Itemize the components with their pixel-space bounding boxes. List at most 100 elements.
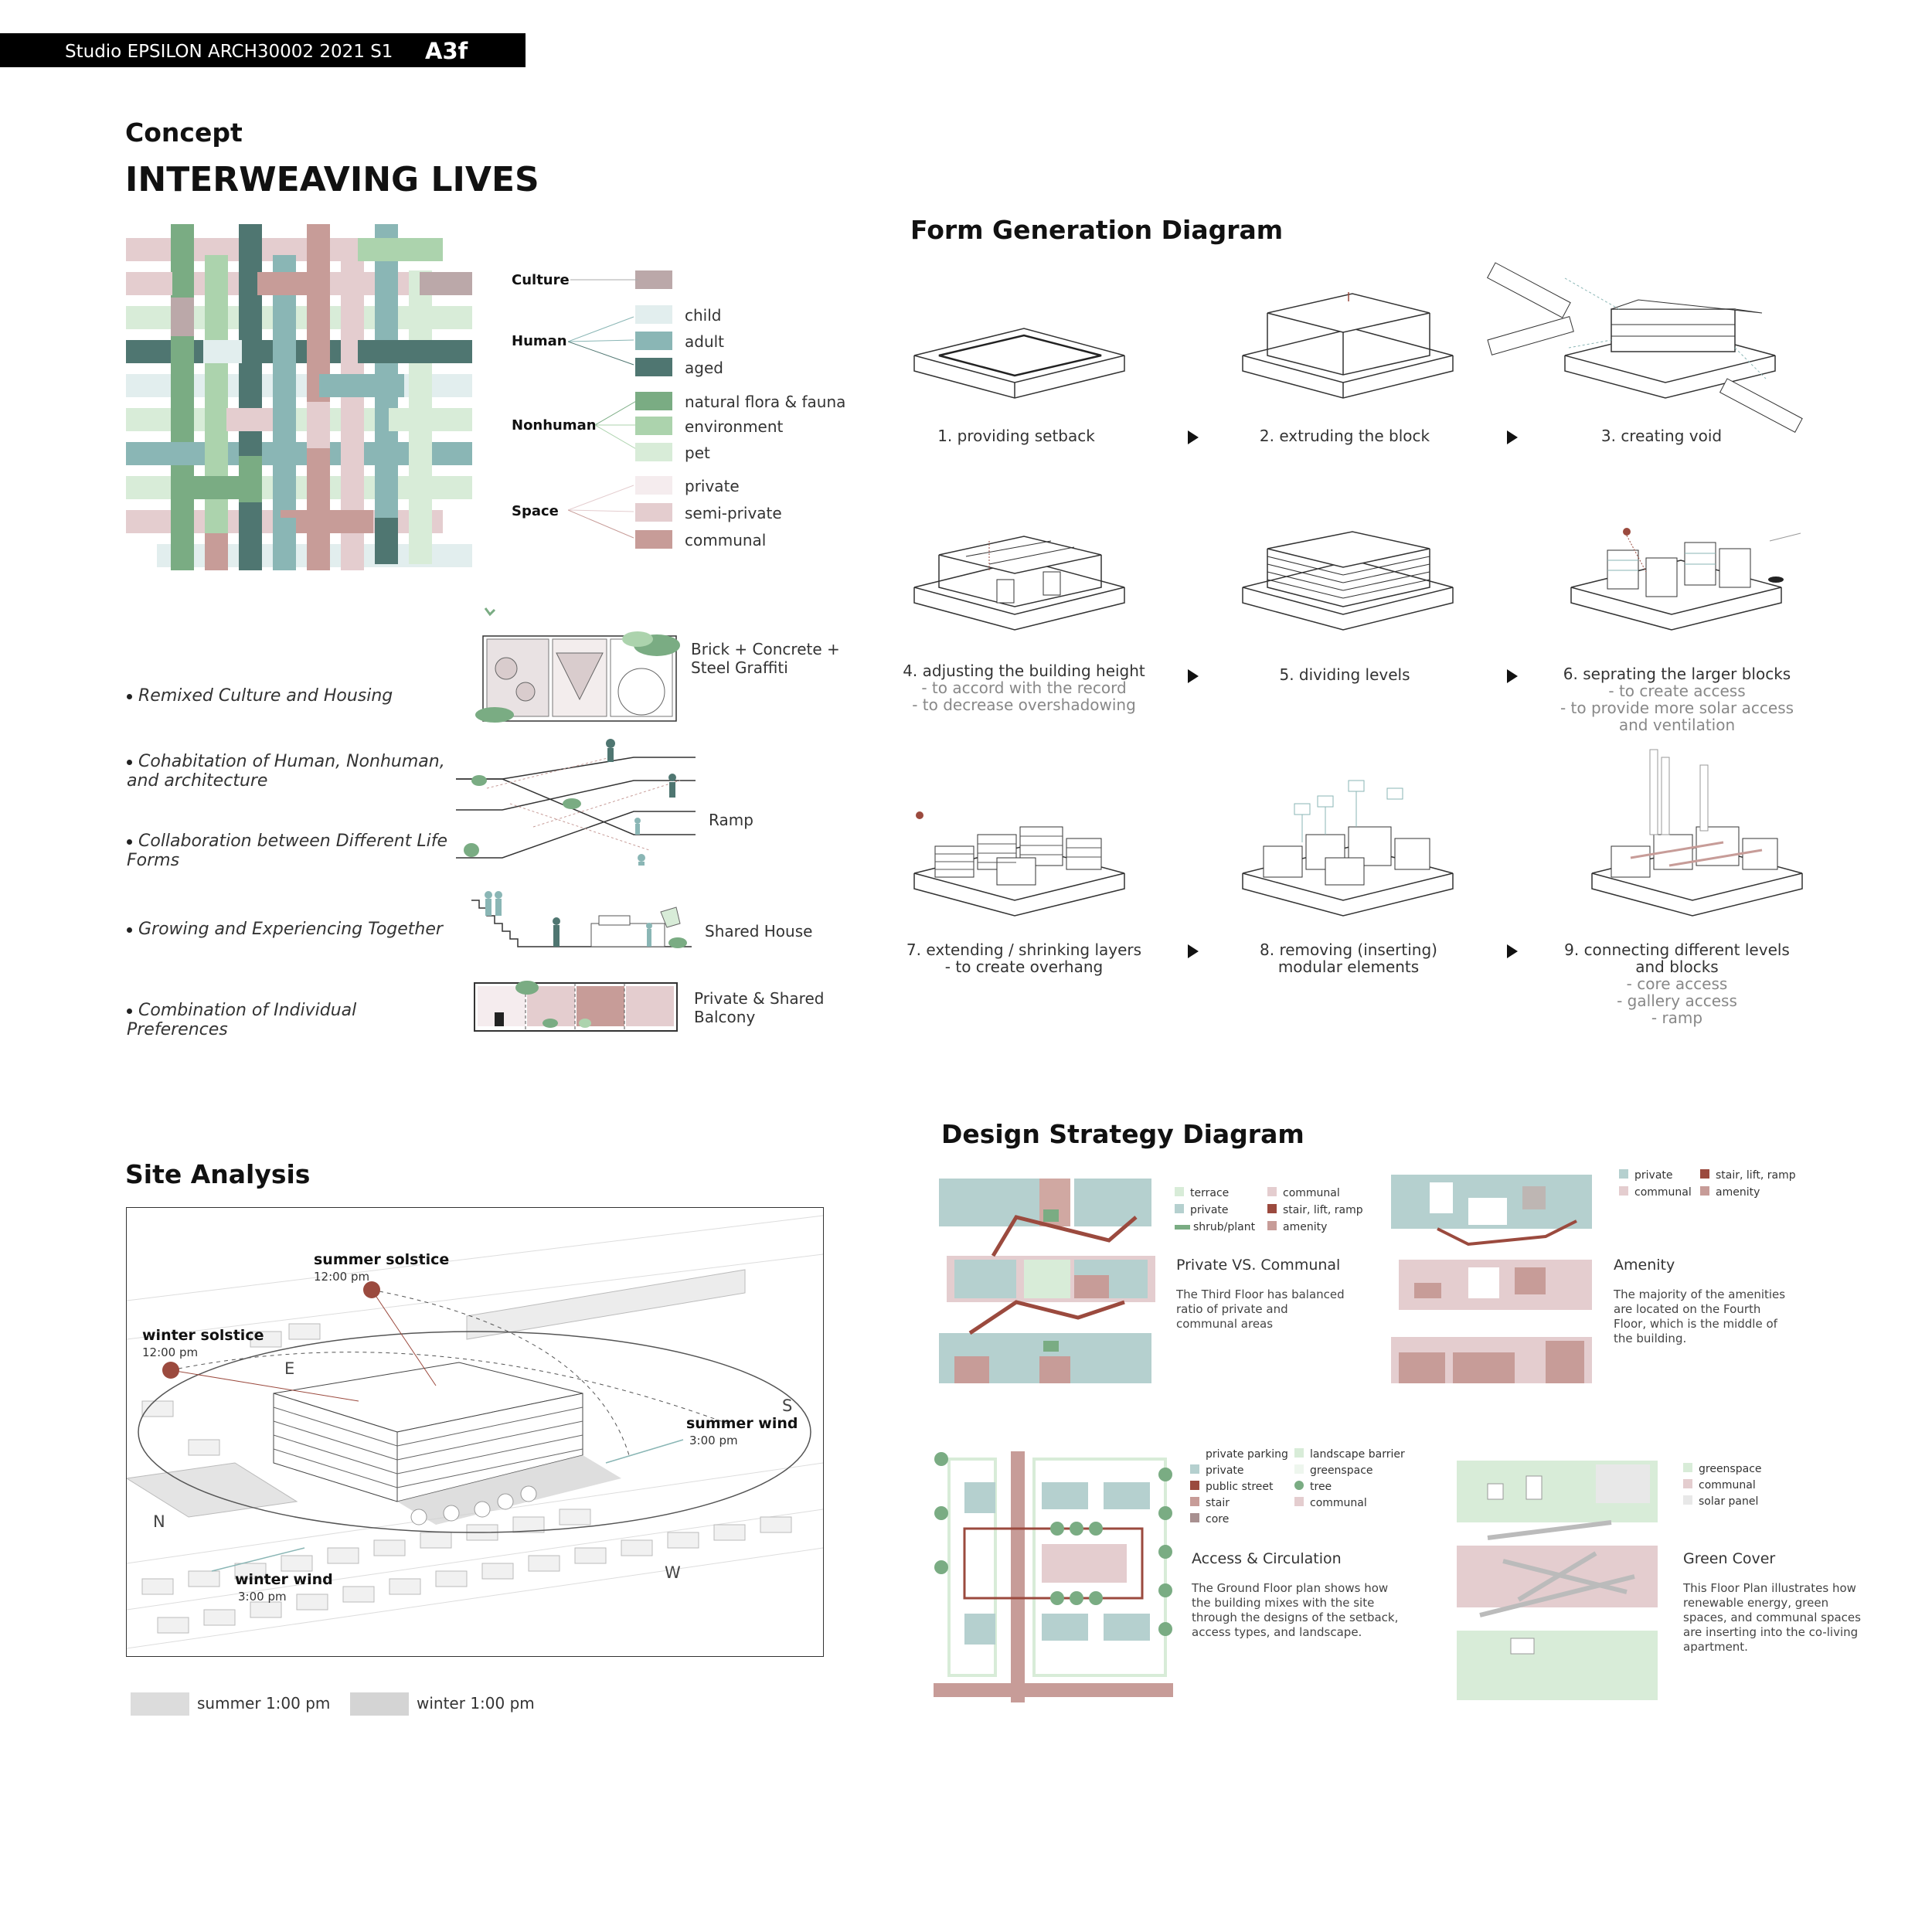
swatch-pet: [635, 443, 672, 461]
step-6-note-3: and ventilation: [1618, 716, 1736, 734]
swatch-winter-shadow: [350, 1692, 409, 1716]
form-title: Form Generation Diagram: [910, 215, 1284, 245]
panel-1-body: The Third Floor has balanced ratio of pr…: [1176, 1287, 1345, 1331]
legend-child: child: [685, 306, 722, 325]
compass-south: S: [782, 1396, 793, 1415]
bullet-collaboration: Collaboration between Different Life For…: [127, 832, 447, 870]
summer-wind-label: summer wind: [686, 1415, 798, 1432]
step-7-note-1: - to create overhang: [944, 957, 1104, 976]
shared-house-diagram: [471, 891, 692, 948]
summer-wind-time: 3:00 pm: [689, 1434, 738, 1447]
swatch-private: [635, 476, 672, 495]
step-6-note-2: - to provide more solar access: [1560, 699, 1794, 717]
legend-semi-private: semi-private: [685, 504, 782, 522]
step-7-label: 7. extending / shrinking layers: [906, 940, 1142, 959]
step-5-label: 5. dividing levels: [1279, 665, 1410, 684]
legend-flora: natural flora & fauna: [685, 393, 846, 411]
swatch-environment: [635, 417, 672, 435]
step-6-text: 6. seprating the larger blocks - to crea…: [1546, 665, 1808, 733]
legend-pet: pet: [685, 444, 710, 462]
concept-heading: Concept: [125, 117, 243, 148]
step-9-note-2: - gallery access: [1617, 992, 1737, 1010]
bullet-culture: Remixed Culture and Housing: [127, 686, 459, 706]
arrow-1-2: [1188, 430, 1199, 444]
panel-3-heading: Access & Circulation: [1192, 1550, 1342, 1567]
legend-lines-space: [568, 485, 634, 539]
step-1-diagram: [913, 328, 1125, 399]
plan-green-cover: [1457, 1461, 1658, 1700]
step-4-note-1: - to accord with the record: [921, 679, 1127, 697]
step-3-diagram: [1486, 262, 1803, 433]
label-material: Brick + Concrete + Steel Graffiti: [691, 640, 840, 677]
winter-wind-label: winter wind: [235, 1571, 333, 1588]
step-4-text: 4. adjusting the building height - to ac…: [900, 662, 1148, 713]
label-ramp: Ramp: [709, 811, 753, 829]
strategy-title: Design Strategy Diagram: [941, 1119, 1304, 1149]
step-6-diagram: [1570, 528, 1801, 631]
compass-east: E: [284, 1359, 295, 1378]
legend-line-culture: [570, 279, 638, 281]
compass-north: N: [153, 1512, 165, 1531]
panel-1-legend: terrace communal private stair, lift, ra…: [1175, 1187, 1406, 1238]
step-7-diagram: [913, 811, 1125, 917]
legend-culture: Culture: [512, 272, 570, 288]
studio-label: Studio EPSILON ARCH30002 2021 S1: [65, 42, 393, 62]
material-diagram: [475, 607, 680, 723]
bullet-combination: Combination of Individual Preferences: [127, 1001, 357, 1039]
arrow-4-5: [1188, 669, 1199, 683]
panel-4-legend: greenspace communal solar panel: [1683, 1463, 1838, 1512]
winter-wind-time: 3:00 pm: [238, 1590, 287, 1604]
legend-lines-nonhuman: [595, 400, 638, 451]
step-2-diagram: [1242, 292, 1454, 399]
swatch-flora: [635, 392, 672, 410]
step-2-label: 2. extruding the block: [1259, 427, 1430, 445]
step-9-note-3: - ramp: [1651, 1009, 1703, 1027]
ramp-diagram: [456, 739, 696, 866]
step-9-label: 9. connecting different levels and block…: [1564, 940, 1790, 976]
step-8-diagram: [1242, 780, 1454, 917]
swatch-adult: [635, 332, 672, 350]
legend-aged: aged: [685, 359, 723, 377]
arrow-8-9: [1507, 944, 1518, 958]
swatch-semi-private: [635, 503, 672, 522]
sheet-label: A3f: [425, 38, 468, 64]
step-3-label: 3. creating void: [1600, 427, 1723, 445]
step-4-diagram: [913, 536, 1125, 631]
panel-3-legend: private parking landscape barrier privat…: [1190, 1448, 1437, 1529]
label-balcony: Private & Shared Balcony: [694, 989, 825, 1026]
legend-lines-human: [568, 316, 634, 366]
bullet-cohabitation: Cohabitation of Human, Nonhuman, and arc…: [127, 752, 445, 791]
step-9-text: 9. connecting different levels and block…: [1561, 941, 1793, 1026]
step-6-label: 6. seprating the larger blocks: [1563, 665, 1791, 683]
weave-pattern: [126, 224, 472, 570]
step-6-note-1: - to create access: [1608, 682, 1746, 700]
legend-adult: adult: [685, 332, 725, 351]
legend-winter-shadow: winter 1:00 pm: [417, 1694, 535, 1713]
swatch-summer-shadow: [131, 1692, 189, 1716]
site-drawing: [127, 1215, 823, 1649]
panel-2-legend: private stair, lift, ramp communal ameni…: [1619, 1169, 1820, 1203]
concept-title: INTERWEAVING LIVES: [125, 160, 539, 199]
arrow-5-6: [1507, 669, 1518, 683]
panel-4-body: This Floor Plan illustrates how renewabl…: [1683, 1581, 1861, 1654]
swatch-communal: [635, 530, 672, 549]
step-8-label: 8. removing (inserting) modular elements: [1260, 940, 1437, 976]
step-4-label: 4. adjusting the building height: [903, 662, 1145, 680]
site-title: Site Analysis: [125, 1159, 311, 1189]
winter-solstice-label: winter solstice: [142, 1327, 264, 1344]
swatch-culture: [635, 270, 672, 289]
panel-2-heading: Amenity: [1614, 1257, 1675, 1274]
arrow-7-8: [1188, 944, 1199, 958]
winter-solstice-time: 12:00 pm: [142, 1345, 199, 1359]
step-1-label: 1. providing setback: [937, 427, 1095, 445]
plan-access-circulation: [934, 1451, 1173, 1702]
panel-4-heading: Green Cover: [1683, 1550, 1776, 1567]
legend-nonhuman: Nonhuman: [512, 417, 597, 434]
legend-summer-shadow: summer 1:00 pm: [197, 1694, 331, 1713]
plan-amenity: [1391, 1175, 1592, 1383]
legend-environment: environment: [685, 417, 784, 436]
label-shared-house: Shared House: [705, 922, 813, 940]
step-5-diagram: [1242, 531, 1454, 631]
step-4-note-2: - to decrease overshadowing: [912, 696, 1136, 714]
swatch-child: [635, 305, 672, 324]
